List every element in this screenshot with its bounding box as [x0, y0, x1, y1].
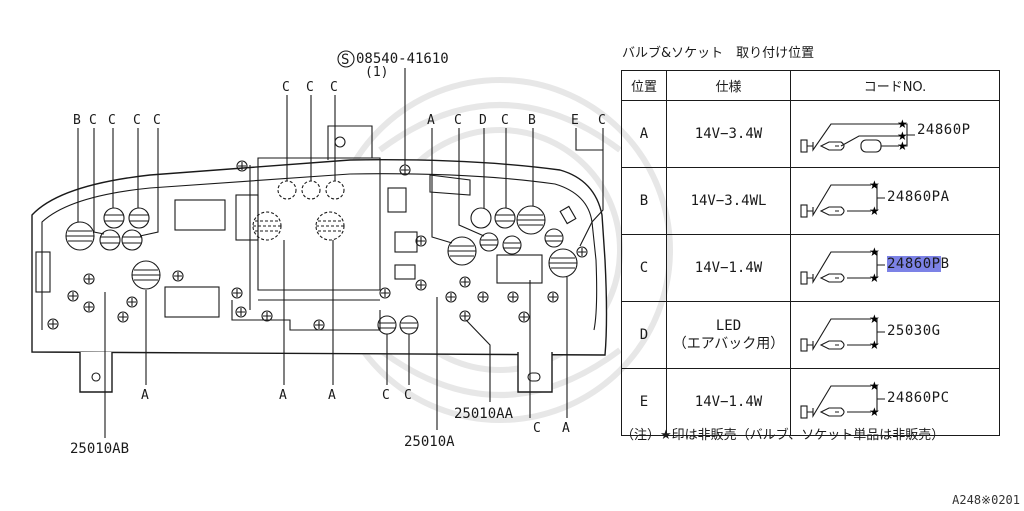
- callout-label: A: [562, 421, 570, 436]
- table-row: A 14V−3.4W ★ ★ ★ 24860P: [621, 100, 1000, 168]
- part-number-right-board: 25010AA: [454, 406, 514, 422]
- callout-label: D: [479, 113, 487, 128]
- table-caption: バルブ&ソケット 取り付け位置: [622, 46, 815, 61]
- star-marker-icon: ★: [869, 271, 880, 285]
- row-position: D: [621, 301, 667, 369]
- bulb-socket-illustration: ★ ★: [800, 312, 885, 352]
- part-number-center-board: 25010A: [404, 434, 455, 450]
- row-code: 25030G: [887, 323, 941, 339]
- table-header-row: 位置 仕様 コードNO.: [621, 70, 1000, 101]
- row-code-cell: ★ ★ 24860PA: [790, 167, 1000, 235]
- callout-label: C: [382, 388, 390, 403]
- bulb-socket-illustration: ★ ★: [800, 379, 885, 419]
- row-spec-line2: （エアバック用）: [672, 336, 785, 352]
- row-position: B: [621, 167, 667, 235]
- screw-part-number: 08540-41610: [356, 51, 449, 67]
- table-row: C 14V−1.4W ★ ★ 24860PB: [621, 234, 1000, 302]
- callout-label: C: [153, 113, 161, 128]
- row-spec: 14V−3.4WL: [666, 167, 791, 235]
- callout-label: C: [306, 80, 314, 95]
- row-code: 24860PB: [887, 256, 950, 272]
- callout-label: B: [528, 113, 536, 128]
- table-note: （注）★印は非販売（バルブ、ソケット単品は非販売）: [621, 428, 945, 443]
- row-code-highlighted: 24860P: [887, 256, 941, 272]
- row-spec: 14V−1.4W: [666, 368, 791, 436]
- star-marker-icon: ★: [897, 129, 908, 143]
- callout-label: C: [108, 113, 116, 128]
- bottom-callout-labels: A A A C C C A: [141, 388, 570, 436]
- part-number-left-housing: 25010AB: [70, 441, 129, 457]
- callout-label: A: [279, 388, 287, 403]
- callout-label: C: [598, 113, 606, 128]
- leader-lines: [77, 68, 604, 438]
- top-callout-labels: B C C C C C C C A C D C B E C: [73, 80, 606, 128]
- callout-label: C: [454, 113, 462, 128]
- star-marker-icon: ★: [869, 178, 880, 192]
- row-spec: 14V−3.4W: [666, 100, 791, 168]
- callout-label: B: [73, 113, 81, 128]
- cluster-housing: [31, 125, 608, 393]
- callout-label: C: [89, 113, 97, 128]
- row-code: 24860PC: [887, 390, 950, 406]
- table-row: B 14V−3.4WL ★ ★ 24860PA: [621, 167, 1000, 235]
- row-code: 24860P: [917, 122, 971, 138]
- callout-label: E: [571, 113, 579, 128]
- row-position: C: [621, 234, 667, 302]
- bulb-socket-illustration: ★ ★: [800, 245, 885, 285]
- header-code-no: コードNO.: [790, 70, 1000, 101]
- row-code-cell: ★ ★ 24860PB: [790, 234, 1000, 302]
- star-marker-icon: ★: [869, 405, 880, 419]
- table-row: D LED （エアバック用） ★ ★ 25030G: [621, 301, 1000, 369]
- bulb-sockets: [65, 180, 578, 335]
- row-spec: LED （エアバック用）: [666, 301, 791, 369]
- row-spec-line1: LED: [715, 318, 742, 334]
- star-marker-icon: ★: [869, 245, 880, 259]
- callout-label: C: [282, 80, 290, 95]
- row-code-cell: ★ ★ 25030G: [790, 301, 1000, 369]
- star-marker-icon: ★: [897, 117, 908, 131]
- bulb-socket-illustration: ★ ★ ★: [800, 117, 915, 153]
- star-marker-icon: ★: [897, 139, 908, 153]
- row-code-cell: ★ ★ 24860PC: [790, 368, 1000, 436]
- bulb-socket-illustration: ★ ★: [800, 178, 885, 218]
- row-position: A: [621, 100, 667, 168]
- star-marker-icon: ★: [869, 379, 880, 393]
- screw-symbol: S: [341, 52, 349, 68]
- bulb-socket-table: 位置 仕様 コードNO. A 14V−3.4W ★ ★ ★ 24860P: [621, 70, 1000, 436]
- star-marker-icon: ★: [869, 338, 880, 352]
- callout-label: A: [141, 388, 149, 403]
- callout-label: C: [501, 113, 509, 128]
- row-code: 24860PA: [887, 189, 950, 205]
- star-marker-icon: ★: [869, 204, 880, 218]
- star-marker-icon: ★: [869, 312, 880, 326]
- screw-markers: [47, 160, 588, 331]
- screw-callout: S 08540-41610 (1): [337, 50, 449, 80]
- drawing-reference-code: A248※0201: [952, 493, 1020, 507]
- callout-label: A: [328, 388, 336, 403]
- table-row: E 14V−1.4W ★ ★ 24860PC: [621, 368, 1000, 436]
- header-position: 位置: [621, 70, 667, 101]
- callout-label: C: [330, 80, 338, 95]
- row-code-suffix: B: [940, 256, 950, 272]
- screw-quantity: (1): [365, 65, 388, 80]
- callout-label: C: [133, 113, 141, 128]
- header-spec: 仕様: [666, 70, 791, 101]
- row-spec: 14V−1.4W: [666, 234, 791, 302]
- callout-label: C: [404, 388, 412, 403]
- callout-label: C: [533, 421, 541, 436]
- callout-label: A: [427, 113, 435, 128]
- row-code-cell: ★ ★ ★ 24860P: [790, 100, 1000, 168]
